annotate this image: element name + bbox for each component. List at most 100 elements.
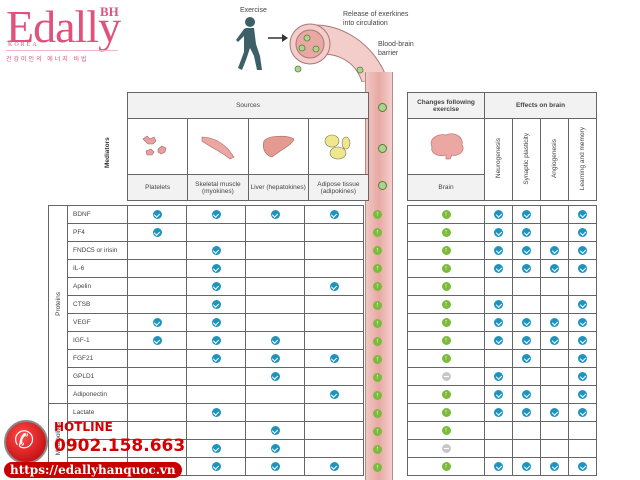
effects-row: ↑: [407, 349, 597, 368]
check-icon: [522, 390, 531, 399]
source-cell: [304, 259, 364, 278]
check-icon: [578, 372, 587, 381]
check-icon: [211, 246, 221, 255]
check-icon: [550, 246, 559, 255]
exerkine-dot: [378, 103, 387, 112]
effect-cell: [540, 367, 569, 386]
source-cell: [245, 439, 305, 458]
effect-cell: [484, 349, 513, 368]
source-cell: [186, 313, 246, 332]
effect-cell: [568, 295, 597, 314]
hotline-number[interactable]: 0902.158.663: [54, 436, 186, 456]
mediator-name: FNDC5 or irisin: [67, 241, 128, 260]
check-icon: [578, 390, 587, 399]
effect-cell: [568, 403, 597, 422]
effect-cell: [540, 439, 569, 458]
mediator-name: CTSB: [67, 295, 128, 314]
effect-cell: [484, 295, 513, 314]
check-icon: [211, 318, 221, 327]
check-icon: [494, 264, 503, 273]
release-label: Release of exerkines into circulation: [343, 11, 409, 27]
source-cell: [245, 421, 305, 440]
mediator-name: PF4: [67, 223, 128, 242]
exerkine-dot: [378, 181, 387, 190]
up-arrow-icon: ↑: [373, 409, 382, 419]
source-cell: [304, 439, 364, 458]
check-icon: [152, 210, 162, 219]
platelets-icon: [138, 135, 178, 163]
change-cell: ↑: [407, 421, 485, 440]
source-cell: [304, 241, 364, 260]
source-cell: [245, 277, 305, 296]
effect-label: Angiogenesis: [551, 138, 558, 179]
effect-col-learning-memory: Learning and memory: [568, 118, 597, 201]
effect-col-neurogenesis: Neurogenesis: [484, 118, 513, 201]
source-cell: [127, 259, 187, 278]
effects-table: Changes following exercise Effects on br…: [407, 92, 597, 201]
effect-cell: [568, 439, 597, 458]
check-icon: [522, 408, 531, 417]
adipose-icon: [318, 134, 358, 163]
source-cell: [304, 313, 364, 332]
effect-cell: [540, 295, 569, 314]
effect-cell: [484, 313, 513, 332]
effect-cell: [540, 223, 569, 242]
effect-cell: [540, 277, 569, 296]
up-arrow-icon: ↑: [373, 391, 382, 400]
check-icon: [270, 462, 280, 471]
check-icon: [211, 300, 221, 309]
check-icon: [211, 210, 221, 219]
effects-row: ↑: [407, 277, 597, 296]
effect-cell: [484, 277, 513, 296]
source-cell: [127, 277, 187, 296]
up-arrow-icon: ↑: [373, 318, 382, 328]
up-arrow-icon: ↑: [441, 462, 451, 471]
effect-cell: [484, 223, 513, 242]
effects-row: ↑: [407, 421, 597, 440]
check-icon: [550, 336, 559, 345]
source-cell: [127, 385, 187, 404]
effects-header: Effects on brain: [484, 92, 597, 119]
check-icon: [152, 336, 162, 345]
mediator-name: IL-6: [67, 259, 128, 278]
brand-country: KOREA: [8, 42, 39, 48]
up-arrow-icon: ↑: [441, 336, 451, 345]
check-icon: [494, 300, 503, 309]
check-icon: [550, 264, 559, 273]
group-cell: Proteins: [48, 205, 68, 404]
check-icon: [578, 246, 587, 255]
up-arrow-icon: ↑: [441, 228, 451, 237]
source-cell: [245, 313, 305, 332]
check-icon: [211, 264, 221, 273]
no-change-icon: [441, 372, 451, 381]
up-arrow-icon: ↑: [373, 210, 382, 219]
mediator-name: VEGF: [67, 313, 128, 332]
effect-cell: [512, 349, 541, 368]
up-arrow-icon: ↑: [373, 228, 382, 238]
up-arrow-icon: ↑: [373, 336, 382, 346]
check-icon: [522, 318, 531, 327]
website-link[interactable]: https://edallyhanquoc.vn: [4, 462, 182, 478]
changes-header: Changes following exercise: [407, 92, 485, 119]
effect-cell: [512, 421, 541, 440]
effect-cell: [484, 457, 513, 476]
mediators-label: Mediators: [104, 137, 111, 168]
check-icon: [211, 408, 221, 417]
change-cell: ↑: [407, 403, 485, 422]
up-arrow-icon: ↑: [441, 282, 451, 291]
source-cell: [186, 439, 246, 458]
check-icon: [578, 318, 587, 327]
effects-row: ↑: [407, 403, 597, 422]
source-cell: [127, 205, 187, 224]
change-cell: ↑: [407, 385, 485, 404]
up-arrow-icon: ↑: [373, 372, 382, 382]
effect-cell: [512, 259, 541, 278]
effect-cell: [540, 331, 569, 350]
source-cell: [304, 205, 364, 224]
effect-cell: [512, 403, 541, 422]
source-cell: [186, 421, 246, 440]
hotline-badge[interactable]: [4, 420, 48, 464]
arrow-right-icon: [268, 34, 288, 42]
check-icon: [494, 210, 503, 219]
